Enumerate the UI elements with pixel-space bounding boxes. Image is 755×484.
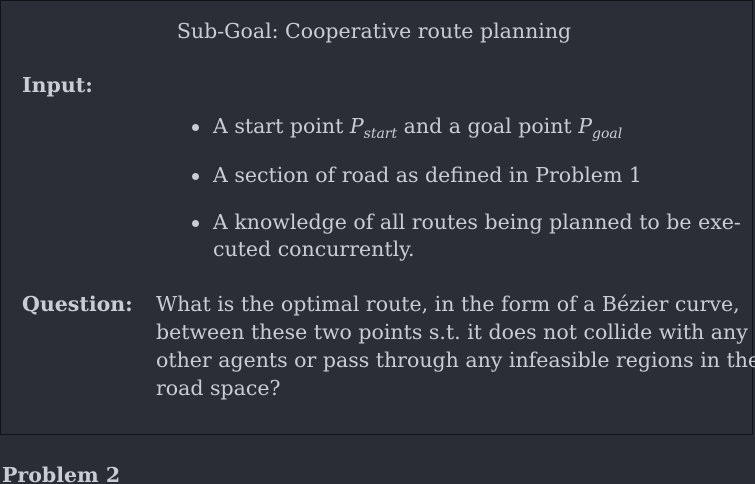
math-variable: P xyxy=(578,114,592,138)
question-line: What is the optimal route, in the form o… xyxy=(156,292,740,316)
subgoal-title: Sub-Goal: Cooperative route planning xyxy=(176,19,572,43)
list-item: A start point Pstart and a goal point Pg… xyxy=(187,113,727,143)
list-item: A knowledge of all routes being planned … xyxy=(187,209,741,263)
bullet-icon xyxy=(192,124,199,131)
input-list: A start point Pstart and a goal point Pg… xyxy=(187,113,741,282)
input-label: Input: xyxy=(22,73,93,97)
question-label: Question: xyxy=(22,292,133,316)
problem-heading: Problem 2 xyxy=(2,463,121,484)
bullet-text: A start point xyxy=(213,114,350,138)
bullet-icon xyxy=(192,220,199,227)
question-line: other agents or pass through any infeasi… xyxy=(156,348,755,372)
question-line: road space? xyxy=(156,376,281,400)
bullet-text-line: cuted concurrently. xyxy=(213,237,415,261)
math-subscript: start xyxy=(363,126,398,142)
question-line: between these two points s.t. it does no… xyxy=(156,320,748,344)
question-text: What is the optimal route, in the form o… xyxy=(156,290,755,402)
bullet-icon xyxy=(192,173,199,180)
problem-box: Sub-Goal: Cooperative route planning Inp… xyxy=(0,0,755,435)
math-variable: P xyxy=(349,114,364,138)
bullet-text: and a goal point xyxy=(397,114,579,138)
bullet-text-line: A knowledge of all routes being planned … xyxy=(213,210,741,234)
math-subscript: goal xyxy=(591,126,623,142)
list-item: A section of road as defined in Problem … xyxy=(187,162,727,189)
bullet-text: A section of road as defined in Problem … xyxy=(213,163,642,187)
